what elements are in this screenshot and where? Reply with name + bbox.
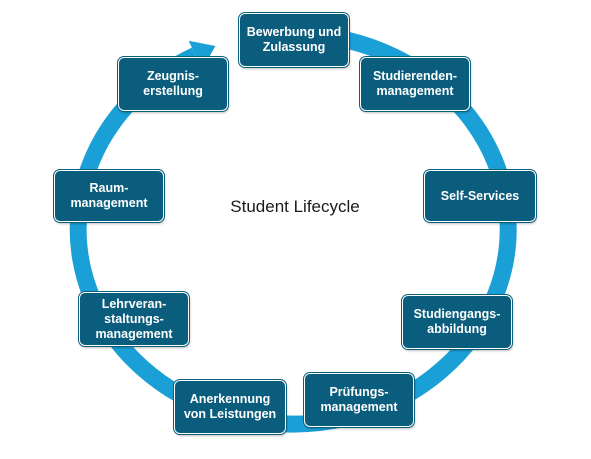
node-pruefungsmanagement: Prüfungs- management — [304, 373, 414, 427]
diagram-title: Student Lifecycle — [230, 197, 360, 216]
node-raummanagement: Raum- management — [54, 170, 164, 222]
node-studiengangsabbildung: Studiengangs- abbildung — [402, 295, 512, 349]
node-bewerbung-und-zulassung: Bewerbung und Zulassung — [239, 13, 349, 67]
node-anerkennung-von-leistungen: Anerkennung von Leistungen — [174, 380, 286, 434]
node-zeugniserstellung: Zeugnis- erstellung — [118, 57, 228, 111]
node-self-services: Self-Services — [424, 170, 536, 222]
node-studierendenmanagement: Studierenden- management — [360, 57, 470, 111]
node-lehrveranstaltungsmanagement: Lehrveran- staltungs- management — [79, 292, 189, 346]
cycle-arrow-head — [188, 40, 216, 70]
